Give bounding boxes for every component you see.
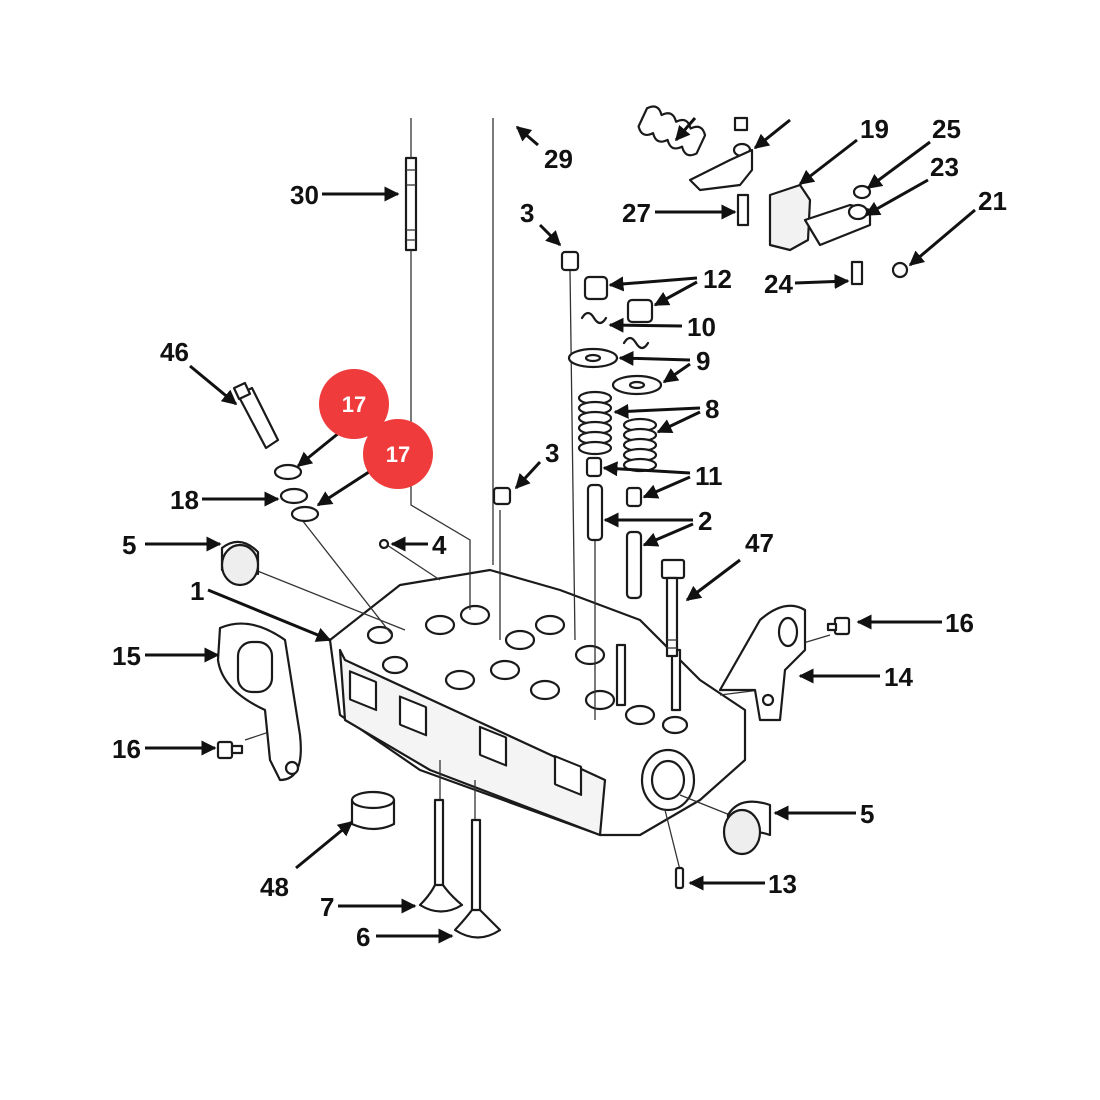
callout-8: 8 (705, 394, 719, 424)
valve-spring (577, 390, 613, 456)
expansion-plug-5-right (722, 800, 772, 856)
bracket-14 (718, 604, 807, 722)
head-valve-ports (366, 604, 689, 735)
callout-6: 6 (356, 922, 370, 952)
badge-label: 17 (342, 392, 366, 417)
screw-16-right (826, 616, 851, 636)
upper-spring-assembly (637, 105, 909, 286)
callout-46: 46 (160, 337, 189, 367)
callout-23: 23 (930, 152, 959, 182)
cylinder-head (328, 568, 747, 837)
head-bolt-47 (660, 558, 686, 658)
callout-25: 25 (932, 114, 961, 144)
badge-circle (319, 369, 389, 439)
callout-13: 13 (768, 869, 797, 899)
stud-30 (404, 118, 471, 610)
callout-4: 4 (432, 530, 447, 560)
callout-5-right: 5 (860, 799, 874, 829)
seal-48 (350, 790, 396, 831)
callout-16-left: 16 (112, 734, 141, 764)
callout-15: 15 (112, 641, 141, 671)
valve-7 (418, 798, 464, 913)
valve-spring (622, 417, 658, 473)
callout-3-upper: 3 (520, 198, 534, 228)
badge-label: 17 (386, 442, 410, 467)
callout-27: 27 (622, 198, 651, 228)
gasket-15 (216, 622, 302, 782)
callout-16-right: 16 (945, 608, 974, 638)
callout-21: 21 (978, 186, 1007, 216)
valve-6 (453, 818, 502, 939)
dowel-pin-13 (674, 866, 685, 890)
highlight-badge-17-a[interactable]: 17 (319, 369, 389, 439)
leader-lines (145, 117, 976, 944)
head-stud (615, 643, 627, 707)
callout-47: 47 (745, 528, 774, 558)
callout-1: 1 (190, 576, 204, 606)
badge-circle (363, 419, 433, 489)
callout-7: 7 (320, 892, 334, 922)
sealing-washers (273, 463, 320, 523)
callout-2: 2 (698, 506, 712, 536)
valve-train-parts (492, 250, 663, 600)
callout-24: 24 (764, 269, 793, 299)
callout-19: 19 (860, 114, 889, 144)
head-side-ports (348, 670, 583, 796)
callout-3-lower: 3 (545, 438, 559, 468)
callout-labels: 29 30 3 12 10 9 8 3 11 2 19 25 23 21 27 … (112, 114, 1007, 952)
callout-29: 29 (544, 144, 573, 174)
callout-11: 11 (695, 461, 723, 491)
callout-18: 18 (170, 485, 199, 515)
callout-48: 48 (260, 872, 289, 902)
screw-16-left (216, 740, 244, 760)
callout-10: 10 (687, 312, 716, 342)
expansion-plug-5-left (220, 540, 260, 587)
callout-9: 9 (696, 346, 710, 376)
check-ball-4 (378, 538, 390, 550)
callout-30: 30 (290, 180, 319, 210)
highlight-badge-17-b[interactable]: 17 (363, 419, 433, 489)
injector-46 (232, 381, 280, 450)
callout-12: 12 (703, 264, 732, 294)
callout-5-left: 5 (122, 530, 136, 560)
callout-14: 14 (884, 662, 913, 692)
